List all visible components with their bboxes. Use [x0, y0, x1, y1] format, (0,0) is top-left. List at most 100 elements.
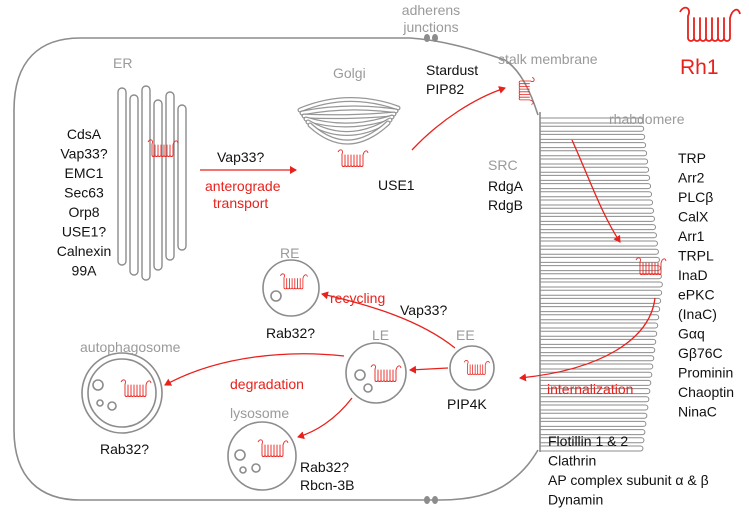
rh1-legend-label: Rh1 — [680, 56, 719, 79]
microvillus — [540, 338, 657, 345]
stalk-membrane-label: stalk membrane — [498, 51, 598, 67]
microvillus — [540, 117, 644, 124]
microvillus — [540, 388, 651, 395]
microvillus — [540, 240, 658, 247]
endocytosis-protein: Clathrin — [548, 453, 596, 469]
lysosome-compartment — [227, 421, 297, 491]
src-protein: RdgA — [488, 178, 524, 194]
rhabdomere-protein: Chaoptin — [678, 384, 734, 400]
stalk-membrane — [504, 59, 539, 116]
microvillus — [540, 133, 646, 140]
golgi-lumen — [308, 121, 390, 144]
re-protein: Rab32? — [266, 325, 315, 341]
arrow-stalk-to-rhabdomere — [571, 139, 621, 243]
microvillus — [540, 363, 654, 370]
internalization-label: internalization — [547, 381, 633, 397]
er-cisterna — [165, 91, 175, 261]
rh1-icon — [337, 149, 369, 167]
microvillus — [540, 379, 652, 386]
rhabdomere-protein: ePKC — [678, 287, 715, 303]
le-compartment — [345, 342, 407, 404]
er-protein: Sec63 — [64, 185, 104, 201]
ee-protein: PIP4K — [447, 396, 487, 412]
src-protein-list: RdgA RdgB — [488, 178, 524, 213]
cell-membrane — [13, 37, 539, 501]
rhabdomere-protein: PLCβ — [678, 189, 713, 205]
microvillus — [540, 265, 661, 272]
microvillus — [540, 248, 659, 255]
arrow-ee-to-re — [321, 291, 456, 349]
er-cisterna — [177, 104, 187, 251]
rhabdomere-protein: (InaC) — [678, 306, 717, 322]
rh1-icon — [257, 439, 289, 457]
microvillus — [540, 191, 653, 198]
microvillus — [540, 207, 655, 214]
microvillus — [540, 281, 663, 288]
er-protein: CdsA — [67, 126, 102, 142]
rhabdomere-protein: NinaC — [678, 404, 717, 420]
rhabdomere-protein: TRP — [678, 150, 706, 166]
microvillus — [540, 174, 651, 181]
microvillus — [540, 330, 658, 337]
arrow-le-to-lysosome — [297, 397, 353, 440]
lysosome-protein-2: Rbcn-3B — [300, 477, 354, 493]
rhabdomere-protein: Arr1 — [678, 228, 705, 244]
stalk-protein: Stardust — [426, 62, 478, 78]
microvillus — [540, 306, 661, 313]
rhabdomere-protein: Gαq — [678, 326, 705, 342]
autophagosome-compartment — [81, 352, 163, 434]
rh1-icon — [280, 273, 308, 290]
rh1-icon — [518, 77, 535, 105]
er-organelle — [117, 85, 187, 281]
rhabdomere-protein: TRPL — [678, 248, 714, 264]
rh1-icon — [463, 360, 490, 375]
rhabdomere-label: rhabdomere — [609, 111, 685, 127]
endocytosis-protein: AP complex subunit α & β — [548, 472, 709, 488]
adherens-junction-bottom — [424, 496, 438, 504]
er-protein: EMC1 — [65, 165, 104, 181]
rhabdomere-protein-list: TRPArr2PLCβCalXArr1TRPLInaDePKC(InaC)Gαq… — [678, 150, 734, 420]
src-protein: RdgB — [488, 197, 523, 213]
arrow-ee-to-le — [409, 365, 449, 374]
ee-compartment — [449, 345, 495, 391]
golgi-protein: USE1 — [378, 177, 415, 193]
arrow-internalization — [519, 297, 656, 382]
junctions-label: junctions — [402, 19, 458, 35]
golgi-label: Golgi — [333, 65, 366, 81]
er-cisterna — [117, 87, 127, 266]
microvillus — [540, 215, 655, 222]
re-label: RE — [280, 245, 299, 261]
adherens-junction-top — [424, 34, 438, 42]
rhabdomere-protein: Gβ76C — [678, 345, 723, 361]
adherens-label: adherens — [402, 2, 460, 18]
microvillus — [540, 314, 660, 321]
degradation-label: degradation — [230, 376, 304, 392]
transport-label: transport — [213, 195, 268, 211]
microvillus — [540, 158, 649, 165]
er-protein: 99A — [72, 263, 98, 279]
microvillus — [540, 429, 646, 436]
rh1-icon — [120, 379, 152, 397]
microvillus — [540, 150, 648, 157]
microvillus — [540, 256, 660, 263]
microvillus — [540, 404, 649, 411]
autophagosome-label: autophagosome — [80, 339, 181, 355]
rh1-icon — [635, 257, 667, 275]
vap33-transport-label: Vap33? — [217, 149, 264, 165]
autophagosome-protein: Rab32? — [100, 441, 149, 457]
er-cisterna — [129, 94, 139, 276]
golgi-organelle — [297, 96, 401, 145]
microvillus — [540, 297, 662, 304]
recycling-label: recycling — [330, 290, 385, 306]
endocytosis-protein: Flotillin 1 & 2 — [548, 433, 628, 449]
er-cisterna — [153, 99, 163, 271]
microvillus — [540, 273, 662, 280]
er-label: ER — [113, 55, 132, 71]
microvillus — [540, 289, 663, 296]
er-protein: Calnexin — [57, 243, 111, 259]
rhabdomere-protein: Prominin — [678, 365, 733, 381]
re-compartment — [262, 259, 320, 317]
golgi-lumen — [300, 106, 398, 115]
